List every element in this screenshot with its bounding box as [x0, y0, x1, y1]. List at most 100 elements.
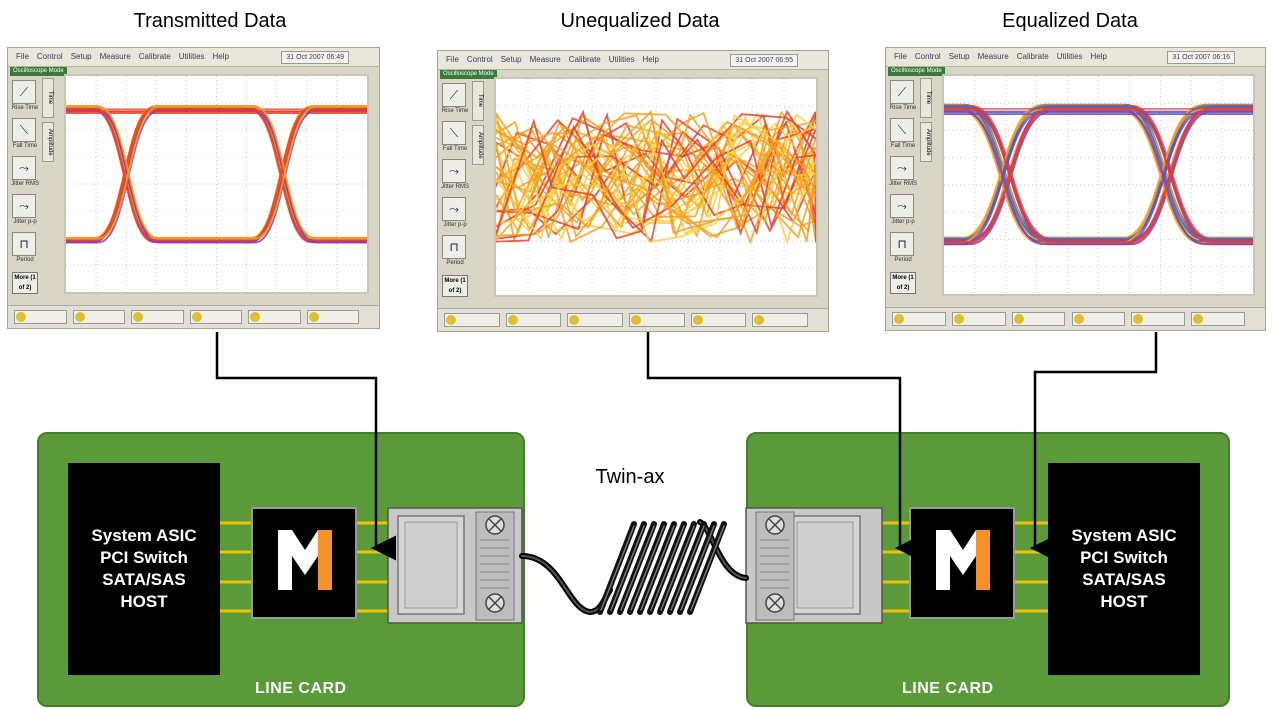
- scope-menu-item[interactable]: Utilities: [608, 55, 635, 64]
- scope-status-bar: [438, 308, 828, 331]
- channel-icon: [191, 312, 202, 322]
- scope-measure-label: Fall Time: [890, 143, 916, 149]
- channel-icon: [569, 315, 580, 325]
- eye-diagram: [496, 79, 816, 295]
- scope-menu-item[interactable]: Setup: [500, 55, 522, 64]
- scope-menu-item[interactable]: Control: [914, 52, 941, 61]
- scope-channel-readout[interactable]: [567, 313, 623, 327]
- scope-channel-readout[interactable]: [189, 310, 242, 324]
- asic-line: PCI Switch: [1080, 548, 1168, 567]
- scope-date: 31 Oct 2007 06:55: [730, 54, 798, 67]
- scope-more-button[interactable]: More (1 of 2): [890, 272, 916, 294]
- channel-icon: [1133, 314, 1144, 324]
- channel-icon: [250, 312, 260, 322]
- scope-panel-equalized: File Control Setup Measure Calibrate Utilitie…: [885, 47, 1266, 331]
- eye-diagram: [944, 76, 1253, 294]
- scope-channel-readout[interactable]: [892, 312, 946, 326]
- scope-measure-button[interactable]: ⟍: [12, 118, 36, 142]
- channel-icon: [1193, 314, 1204, 324]
- scope-menu-item[interactable]: Help: [1090, 52, 1107, 61]
- scope-measure-button[interactable]: ⊓: [442, 235, 466, 259]
- scope-channel-readout[interactable]: [752, 313, 808, 327]
- scope-menu-item[interactable]: Utilities: [1056, 52, 1083, 61]
- connector-right: [745, 507, 883, 624]
- scope-menu-item[interactable]: Control: [36, 52, 63, 61]
- scope-channel-readout[interactable]: [72, 310, 125, 324]
- scope-tab[interactable]: Time: [920, 78, 932, 118]
- m1-chip-right: [909, 507, 1015, 619]
- scope-menu-item[interactable]: File: [16, 52, 29, 61]
- scope-channel-readout[interactable]: [1191, 312, 1245, 326]
- scope-tab[interactable]: Amplitude: [42, 122, 54, 162]
- scope-menubar: File Control Setup Measure Calibrate Utilitie…: [886, 48, 1265, 67]
- scope-channel-readout[interactable]: [131, 310, 184, 324]
- scope-menu-item[interactable]: Calibrate: [1016, 52, 1049, 61]
- scope-measure-button[interactable]: ⟋: [12, 80, 36, 104]
- screw-icon: [485, 515, 505, 535]
- scope-measure-button[interactable]: ⤳: [890, 194, 914, 218]
- scope-menu-item[interactable]: Control: [466, 55, 493, 64]
- scope-measure-button[interactable]: ⊓: [890, 232, 914, 256]
- scope-more-button[interactable]: More (1 of 2): [442, 275, 468, 297]
- scope-tab[interactable]: Time: [42, 78, 54, 118]
- scope-measure-button[interactable]: ⤳: [12, 194, 36, 218]
- channel-icon: [507, 315, 518, 325]
- scope-channel-readout[interactable]: [951, 312, 1006, 326]
- scope-measure-button[interactable]: ⊓: [12, 232, 36, 256]
- scope-channel-readout[interactable]: [1131, 312, 1186, 326]
- scope-channel-readout[interactable]: [505, 313, 562, 327]
- scope-menu-item[interactable]: Help: [212, 52, 229, 61]
- scope-menu-item[interactable]: File: [894, 52, 907, 61]
- scope-tab[interactable]: Amplitude: [920, 122, 932, 162]
- channel-icon: [631, 315, 641, 325]
- screw-icon: [765, 593, 785, 613]
- scope-menu-item[interactable]: Calibrate: [568, 55, 601, 64]
- scope-menu-item[interactable]: Help: [642, 55, 659, 64]
- scope-measure-button[interactable]: ⤳: [890, 156, 914, 180]
- scope-menu-item[interactable]: Measure: [529, 55, 561, 64]
- scope-menu-item[interactable]: File: [446, 55, 459, 64]
- scope-measure-button[interactable]: ⤳: [442, 197, 466, 221]
- connector-left: [387, 507, 523, 624]
- scope-mode-label: Oscilloscope Mode: [10, 67, 67, 76]
- scope-more-button[interactable]: More (1 of 2): [12, 272, 38, 294]
- asic-line: SATA/SAS: [1082, 570, 1166, 589]
- scope-menu-item[interactable]: Setup: [70, 52, 92, 61]
- scope-status-bar: [8, 305, 379, 328]
- channel-icon: [74, 312, 85, 322]
- asic-line: SATA/SAS: [102, 570, 186, 589]
- scope-channel-readout[interactable]: [1011, 312, 1066, 326]
- scope-menu-item[interactable]: Measure: [977, 52, 1009, 61]
- scope-mode-label: Oscilloscope Mode: [440, 70, 497, 79]
- scope-measure-button[interactable]: ⟋: [442, 83, 466, 107]
- scope-measure-button[interactable]: ⤳: [12, 156, 36, 180]
- scope-menu-item[interactable]: Setup: [948, 52, 970, 61]
- probe-wires: [215, 332, 1158, 561]
- channel-icon: [16, 312, 26, 322]
- scope-measure-button[interactable]: ⟍: [890, 118, 914, 142]
- scope-menu-item[interactable]: Measure: [99, 52, 131, 61]
- scope-measure-label: Period: [446, 260, 464, 266]
- scope-channel-readout[interactable]: [629, 313, 685, 327]
- scope-measure-button[interactable]: ⤳: [442, 159, 466, 183]
- scope-menubar: File Control Setup Measure Calibrate Utilitie…: [438, 51, 828, 70]
- scope-channel-readout[interactable]: [306, 310, 359, 324]
- scope-measure-button[interactable]: ⟋: [890, 80, 914, 104]
- scope-measure-label: Rise Time: [889, 105, 917, 111]
- scope-menu-item[interactable]: Utilities: [178, 52, 205, 61]
- scope-channel-readout[interactable]: [248, 310, 301, 324]
- channel-icon: [308, 312, 319, 322]
- scope-channel-readout[interactable]: [14, 310, 67, 324]
- scope-measure-button[interactable]: ⟍: [442, 121, 466, 145]
- scope-measure-label: Rise Time: [11, 105, 39, 111]
- screw-icon: [765, 515, 785, 535]
- scope-date: 31 Oct 2007 06:49: [281, 51, 349, 64]
- scope-tab[interactable]: Time: [472, 81, 484, 121]
- scope-channel-readout[interactable]: [690, 313, 747, 327]
- scope-channel-readout[interactable]: [1071, 312, 1126, 326]
- scope-tab[interactable]: Amplitude: [472, 125, 484, 165]
- scope-menu-item[interactable]: Calibrate: [138, 52, 171, 61]
- scope-channel-readout[interactable]: [444, 313, 500, 327]
- scope-display: [494, 77, 818, 297]
